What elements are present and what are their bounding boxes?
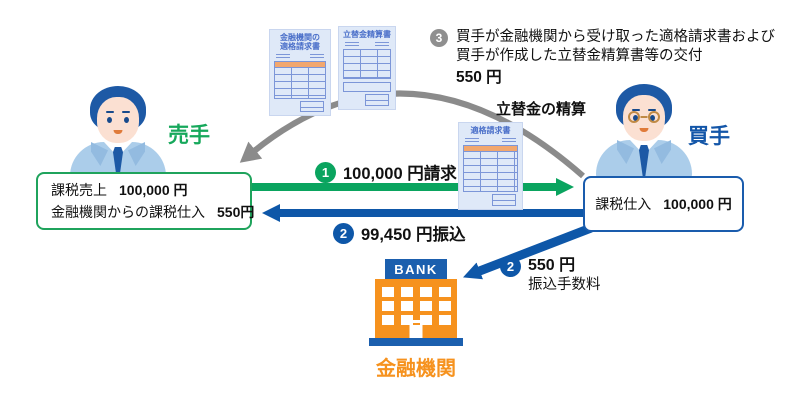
bank-door [409,325,423,338]
settlement-note: 3 買手が金融機関から受け取った適格請求書および 買手が作成した立替金精算書等の… [430,28,780,87]
row-value: 100,000 円 [663,196,732,212]
settlement-note-line2: 買手が作成した立替金精算書等の交付 [456,48,703,64]
document-address-lines [465,138,516,143]
settlement-arc-arrow [239,90,585,179]
tie [639,145,649,177]
bank-body [375,279,457,338]
document-bank-invoice: 金融機関の 適格請求書 [269,29,331,116]
document-total-box [300,101,324,112]
bank-building: BANK 金融機関 [360,259,472,381]
document-title: 金融機関の 適格請求書 [280,33,320,51]
document-summary-row [343,82,391,92]
transfer-text: 99,450 円振込 [361,226,466,244]
row-value: 550円 [217,204,255,220]
row-label: 課税仕入 [595,196,652,212]
seller-tax-row: 課税売上 100,000 円 [51,179,237,201]
fee-amount: 550 円 [528,257,576,274]
claim-text: 100,000 円請求 [343,165,457,183]
document-total-box [365,93,389,106]
document-qualified-invoice: 適格請求書 [458,122,523,210]
document-settlement-sheet: 立替金精算書 [338,26,396,110]
row-value: 100,000 円 [119,182,188,198]
fee-arrow-label: 2 550 円 振込手数料 [500,256,601,295]
bank-base [369,338,463,346]
transfer-arrow-label: 2 99,450 円振込 [333,221,466,245]
seller-tax-box: 課税売上 100,000 円 金融機関からの課税仕入 550円 [36,172,254,230]
buyer-body [596,134,692,180]
document-title: 適格請求書 [470,126,511,135]
document-address-lines [276,54,324,59]
buyer-label: 買手 [688,125,730,148]
document-table [274,66,326,100]
buyer-head [616,84,672,144]
step-1-badge: 1 [315,161,336,183]
seller-label: 売手 [168,124,210,147]
face [623,95,665,141]
glasses-icon [628,111,640,123]
bank-sign: BANK [385,259,447,279]
document-table-header [463,145,518,152]
buyer-tax-box: 課税仕入 100,000 円 [583,176,744,232]
document-address-lines [345,42,389,47]
glasses-icon [648,111,660,123]
step-2-badge: 2 [333,222,354,244]
settlement-note-line1: 買手が金融機関から受け取った適格請求書および [456,29,775,45]
document-title: 立替金精算書 [343,30,391,39]
seller-avatar [66,86,170,182]
settlement-arc-label: 立替金の精算 [496,101,587,118]
fee-text: 振込手数料 [528,277,601,293]
bank-windows [375,279,457,325]
seller-tax-row: 金融機関からの課税仕入 550円 [51,201,254,223]
buyer-tax-row: 課税仕入 100,000 円 [595,193,732,215]
buyer-avatar [592,84,696,180]
document-table [463,151,518,192]
bank-label: 金融機関 [376,358,456,380]
fee-arrow [463,223,593,280]
row-label: 課税売上 [51,182,107,198]
document-total-box [492,193,516,206]
document-table [343,49,391,80]
face [97,97,139,143]
step-2-badge: 2 [500,256,521,277]
tie [113,147,123,179]
seller-head [90,86,146,146]
settlement-amount: 550 円 [456,69,502,86]
claim-arrow-label: 1 100,000 円請求 [315,160,457,184]
row-label: 金融機関からの課税仕入 [51,204,205,220]
document-table-header [274,61,326,67]
step-3-badge: 3 [430,29,448,47]
